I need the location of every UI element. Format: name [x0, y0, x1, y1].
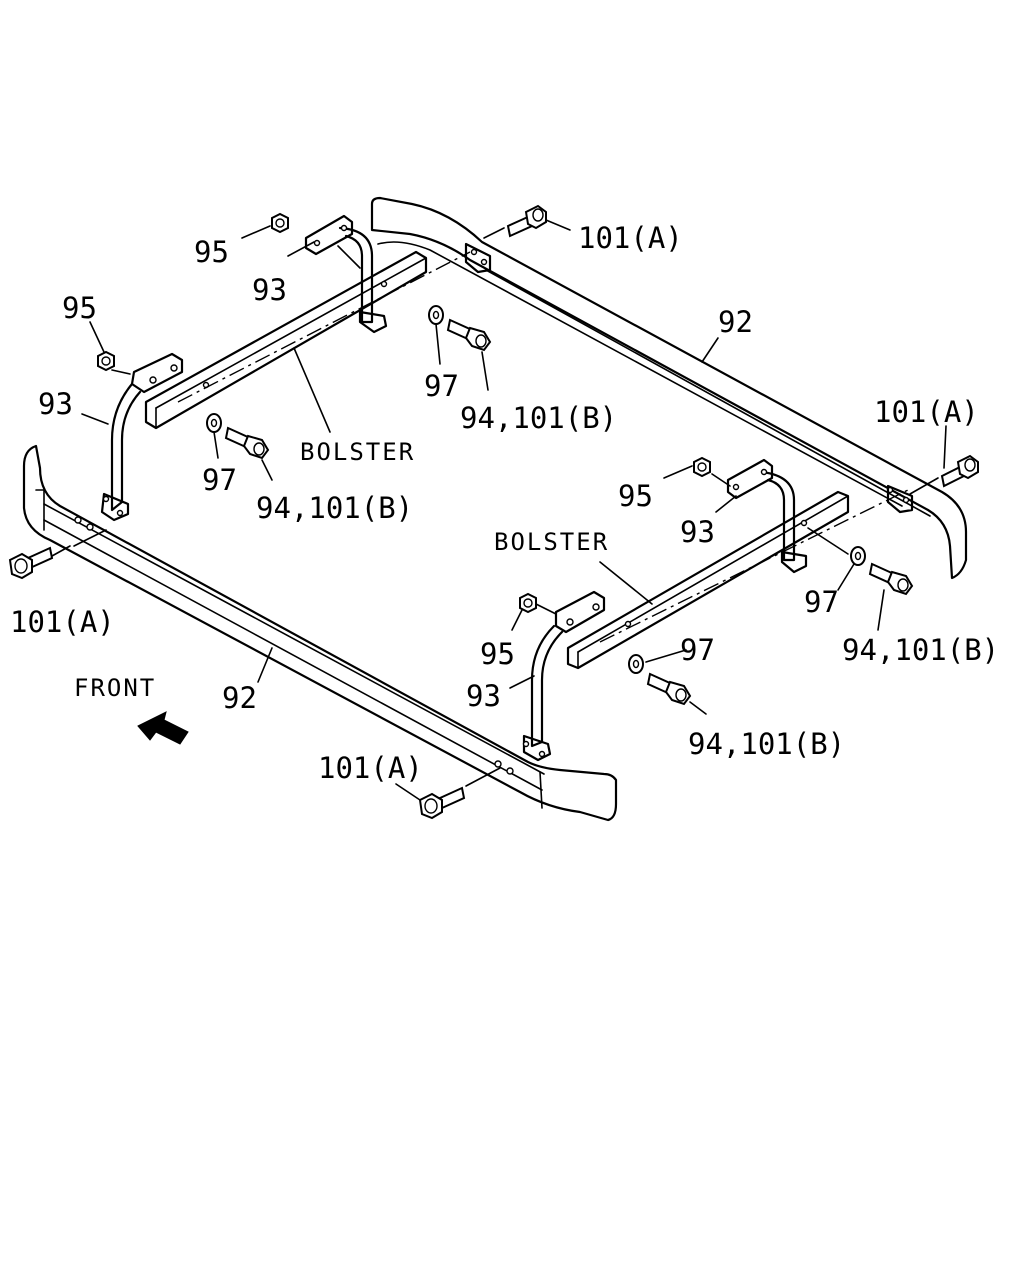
label-95-a: 95 [194, 235, 229, 269]
label-94-a: 94,101(B) [460, 401, 617, 435]
label-94-c: 94,101(B) [842, 633, 999, 667]
label-97-b: 97 [202, 463, 237, 497]
label-92-b: 92 [222, 681, 257, 715]
label-101a-a: 101(A) [578, 221, 683, 255]
label-93-c: 93 [680, 515, 715, 549]
bolt-101a-d-icon [418, 786, 466, 820]
bolt-101a-a-icon [506, 204, 547, 238]
label-95-d: 95 [480, 637, 515, 671]
label-94-d: 94,101(B) [688, 727, 845, 761]
label-97-d: 97 [680, 633, 715, 667]
label-95-b: 95 [62, 291, 97, 325]
bolster-bar-front [566, 489, 909, 670]
bolt-101a-c-icon [8, 546, 54, 580]
label-101a-c: 101(A) [10, 605, 115, 639]
label-95-c: 95 [618, 479, 653, 513]
label-bolster-a: BOLSTER [300, 438, 415, 466]
bracket-93-front-left [522, 590, 606, 762]
bolster-bar-rear [144, 250, 471, 430]
label-101a-b: 101(A) [874, 395, 979, 429]
arrow-upleft-icon [137, 711, 189, 745]
front-rail-92 [22, 444, 618, 822]
bolt-94-c-icon [868, 562, 914, 596]
bracket-93-rear-left [100, 352, 184, 522]
bracket-93-front-right [726, 458, 910, 574]
label-97-c: 97 [804, 585, 839, 619]
label-93-b: 93 [38, 387, 73, 421]
label-93-d: 93 [466, 679, 501, 713]
label-94-b: 94,101(B) [256, 491, 413, 525]
leader-lines [51, 219, 947, 801]
nut-95-c-icon [693, 456, 711, 478]
bolt-94-a-icon [446, 318, 492, 352]
bolt-101a-b-icon [940, 454, 979, 488]
nut-95-a-icon [271, 212, 289, 234]
bracket-93-rear-right [304, 214, 388, 334]
nut-95-d-icon [519, 592, 537, 614]
bolt-94-b-icon [224, 426, 270, 460]
label-front: FRONT [74, 674, 156, 702]
bolt-94-d-icon [646, 672, 692, 706]
rail-clamp-pads [464, 242, 914, 514]
nut-95-b-icon [97, 350, 115, 372]
label-101a-d: 101(A) [318, 751, 423, 785]
label-93-a: 93 [252, 273, 287, 307]
label-97-a: 97 [424, 369, 459, 403]
label-bolster-b: BOLSTER [494, 528, 609, 556]
label-92-a: 92 [718, 305, 753, 339]
rear-rail-92 [370, 196, 968, 580]
